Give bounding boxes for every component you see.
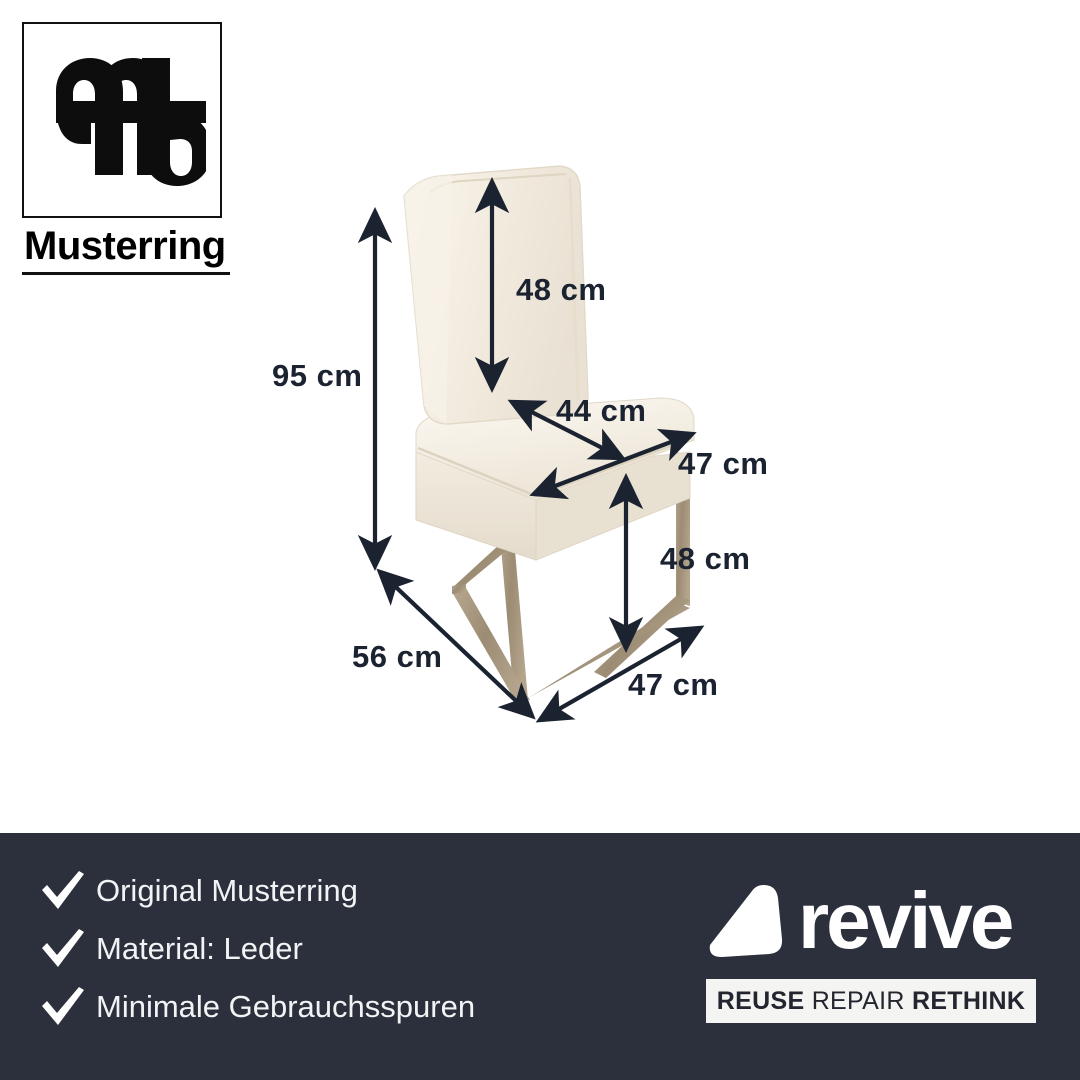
- feature-label: Original Musterring: [96, 872, 358, 908]
- revive-tagline-box: REUSE REPAIR RETHINK: [706, 979, 1036, 1023]
- chair-illustration: [403, 165, 695, 702]
- tagline-reuse: REUSE: [716, 986, 805, 1015]
- check-icon: [30, 927, 96, 969]
- revive-logo: revive REUSE REPAIR RETHINK: [706, 875, 1046, 1023]
- check-icon: [30, 869, 96, 911]
- feature-item: Original Musterring: [30, 861, 650, 919]
- tagline-repair: REPAIR: [811, 986, 905, 1015]
- dimension-label-base-depth: 47 cm: [628, 667, 719, 702]
- check-icon: [30, 985, 96, 1027]
- feature-item: Material: Leder: [30, 919, 650, 977]
- dimension-arrow-total-depth: [376, 568, 536, 720]
- brand-logo: Musterring: [22, 22, 234, 275]
- feature-item: Minimale Gebrauchsspuren: [30, 977, 650, 1035]
- dimension-label-seat-width: 47 cm: [678, 446, 769, 481]
- dimension-label-seat-height: 48 cm: [660, 541, 751, 576]
- brand-underline-divider: [22, 272, 230, 275]
- brand-wordmark: Musterring: [24, 224, 226, 268]
- musterring-monogram-icon: [56, 58, 206, 186]
- revive-wedge-icon: [709, 885, 783, 957]
- dimension-label-backrest-height: 48 cm: [516, 272, 607, 307]
- product-figure: 95 cm 48 cm 44 cm 47 cm 48 cm 56 cm 47 c…: [272, 165, 769, 723]
- dimension-arrow-seat-width: [529, 428, 697, 500]
- feature-label: Minimale Gebrauchsspuren: [96, 988, 476, 1024]
- footer-banner: Original Musterring Material: Leder Mini…: [0, 833, 1080, 1080]
- revive-wordmark: revive: [798, 876, 1014, 965]
- revive-logo-top: revive: [706, 875, 1046, 967]
- feature-label: Material: Leder: [96, 930, 303, 966]
- revive-tagline: REUSE REPAIR RETHINK: [717, 987, 1025, 1016]
- dimension-label-total-height: 95 cm: [272, 358, 363, 393]
- feature-list: Original Musterring Material: Leder Mini…: [30, 861, 650, 1035]
- brand-mark-box: [22, 22, 222, 218]
- tagline-rethink: RETHINK: [911, 986, 1026, 1015]
- dimension-arrows: [357, 176, 705, 723]
- dimension-label-total-depth: 56 cm: [352, 639, 443, 674]
- dimension-label-seat-depth: 44 cm: [556, 393, 647, 428]
- dimension-arrow-base-depth: [535, 625, 705, 723]
